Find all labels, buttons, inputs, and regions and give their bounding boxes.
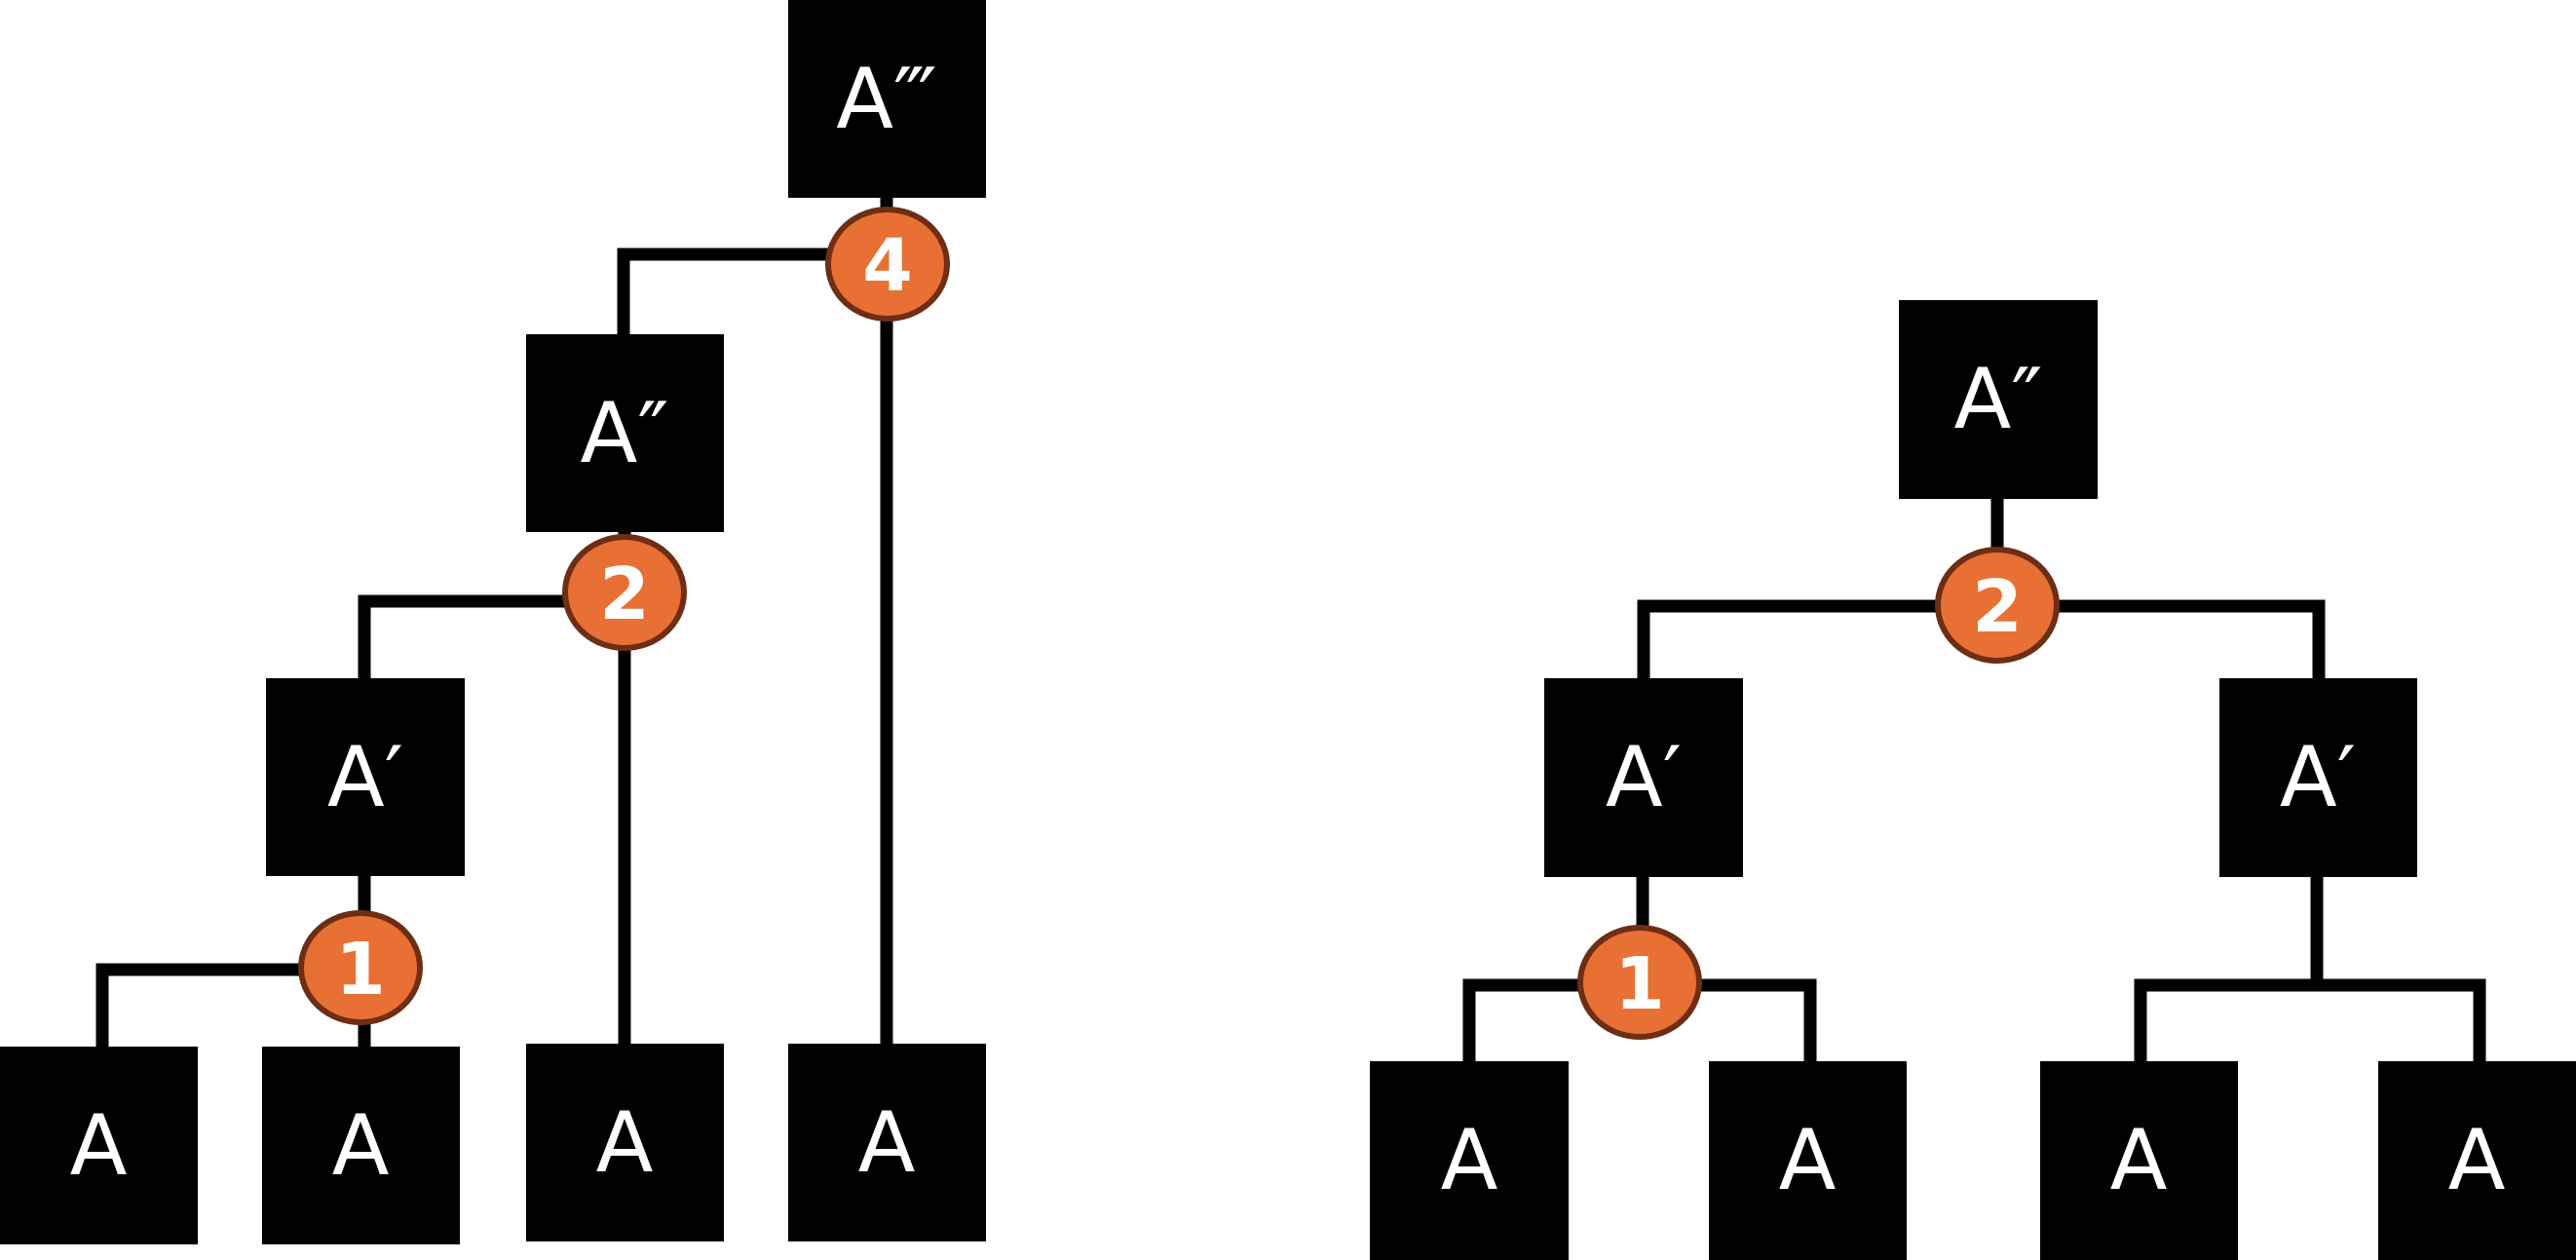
left-marker-1-circle [298, 910, 423, 1025]
right-marker-2-circle [1935, 547, 2060, 664]
right-node-leaf-2-label: A [1779, 1112, 1837, 1209]
left-node-level2-label: A″ [581, 385, 669, 482]
right-tree-markers: 2 1 [1577, 547, 2060, 1040]
right-edge-right-child-to-leaves [2134, 978, 2486, 1063]
right-node-leaf-3-label: A [2110, 1112, 2168, 1209]
left-marker-1-label: 1 [335, 928, 386, 1012]
left-marker-4: 4 [825, 207, 950, 322]
left-node-leaf-2: A [262, 1047, 460, 1244]
right-node-root: A″ [1899, 300, 2098, 499]
right-tree-edges [1462, 495, 2486, 1063]
right-edge-m1-to-leaf1 [1462, 978, 1598, 1063]
left-node-leaf-4-label: A [858, 1094, 916, 1192]
left-tree-nodes: A‴ A″ A′ A A A A [0, 0, 986, 1244]
left-node-leaf-3: A [526, 1044, 724, 1241]
right-node-root-label: A″ [1954, 351, 2043, 448]
left-node-leaf-2-label: A [332, 1097, 390, 1195]
left-node-level1-label: A′ [327, 729, 403, 826]
left-node-root-label: A‴ [836, 51, 937, 148]
right-node-leaf-4: A [2378, 1061, 2576, 1260]
right-node-right-child: A′ [2219, 678, 2417, 877]
left-marker-2: 2 [562, 534, 687, 651]
right-tree-nodes: A″ A′ A′ A A A A [1370, 300, 2576, 1260]
left-marker-4-label: 4 [862, 224, 913, 308]
right-node-leaf-4-label: A [2448, 1112, 2506, 1209]
right-node-left-child: A′ [1544, 678, 1743, 877]
left-marker-1: 1 [298, 910, 423, 1025]
right-node-left-child-label: A′ [1606, 729, 1682, 826]
right-marker-1: 1 [1577, 925, 1702, 1040]
left-marker-2-label: 2 [599, 553, 650, 636]
left-marker-4-circle [825, 207, 950, 322]
right-marker-2-label: 2 [1972, 565, 2023, 649]
right-marker-2: 2 [1935, 547, 2060, 664]
left-edge-m2-to-level1 [358, 594, 625, 678]
right-node-leaf-1-label: A [1441, 1112, 1498, 1209]
left-node-leaf-1-label: A [70, 1097, 128, 1195]
right-marker-1-circle [1577, 925, 1702, 1040]
right-edge-m2-to-left-child [1637, 599, 1949, 680]
left-tree-edges [95, 195, 893, 1048]
left-node-leaf-4: A [788, 1044, 986, 1241]
right-node-right-child-label: A′ [2280, 729, 2356, 826]
right-edge-m2-to-right-child [2046, 599, 2326, 680]
left-tree-markers: 4 2 1 [298, 207, 950, 1025]
left-node-leaf-3-label: A [596, 1094, 654, 1192]
left-node-root: A‴ [788, 0, 986, 198]
left-edge-m1-to-leaf1 [95, 963, 360, 1048]
right-node-leaf-3: A [2040, 1061, 2238, 1260]
right-node-leaf-2: A [1709, 1061, 1907, 1260]
left-node-level2: A″ [526, 334, 724, 532]
right-node-leaf-1: A [1370, 1061, 1569, 1260]
left-edge-m4-to-level2 [617, 248, 887, 335]
right-edge-m1-to-leaf2 [1686, 978, 1817, 1063]
left-marker-2-circle [562, 534, 687, 651]
left-node-leaf-1: A [0, 1047, 198, 1244]
right-marker-1-label: 1 [1614, 942, 1665, 1026]
left-node-level1: A′ [266, 678, 465, 876]
